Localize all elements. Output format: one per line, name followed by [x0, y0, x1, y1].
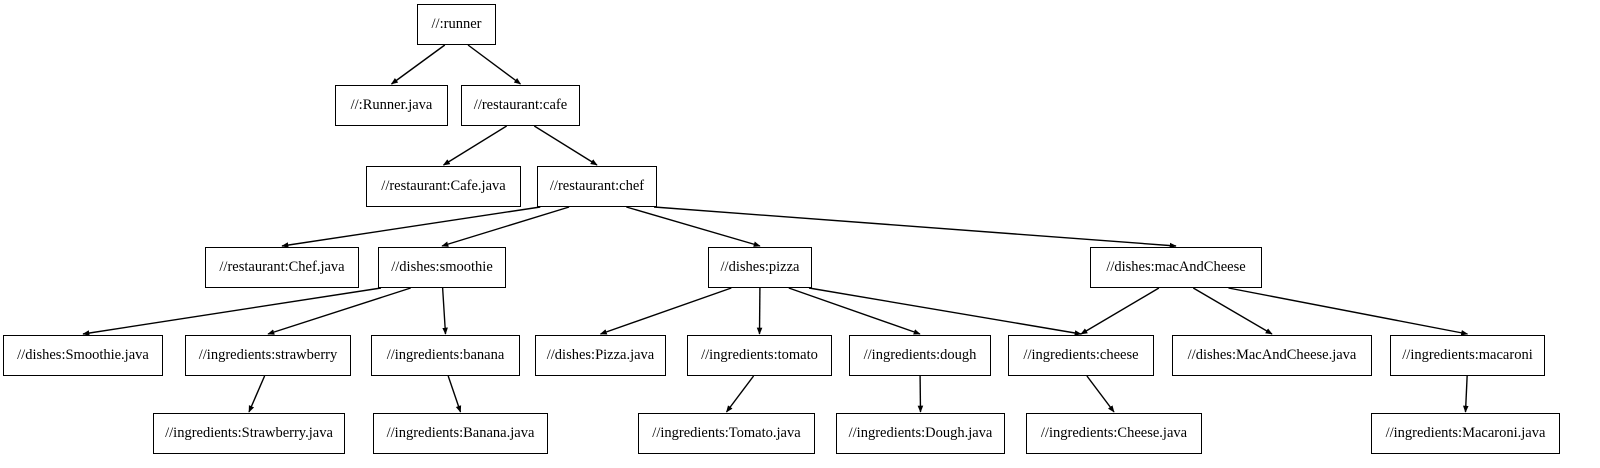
graph-edge-dishes_smoothie-to-ing_banana	[441, 287, 448, 335]
node-label: //ingredients:Macaroni.java	[1385, 425, 1546, 442]
graph-edge-dishes_pizza-to-ing_cheese	[808, 287, 1082, 336]
node-label: //ingredients:cheese	[1023, 347, 1139, 364]
graph-node-ing_bananajava[interactable]: //ingredients:Banana.java	[373, 413, 548, 454]
node-label: //dishes:smoothie	[391, 259, 493, 276]
node-label: //restaurant:cafe	[473, 97, 568, 114]
graph-edge-ing_banana-to-ing_bananajava	[447, 375, 462, 413]
graph-edge-runner-to-runner_java	[390, 44, 446, 85]
node-label: //dishes:MacAndCheese.java	[1187, 347, 1357, 364]
graph-edge-dishes_macandcheese-to-dishes_macjava	[1192, 287, 1273, 335]
node-label: //dishes:Pizza.java	[546, 347, 655, 364]
node-label: //ingredients:macaroni	[1402, 347, 1533, 364]
node-label: //restaurant:Chef.java	[219, 259, 345, 276]
graph-edge-restaurant_chef-to-dishes_pizza	[626, 206, 761, 247]
node-label: //ingredients:Strawberry.java	[165, 425, 333, 442]
node-label: //ingredients:Banana.java	[386, 425, 535, 442]
graph-node-ing_banana[interactable]: //ingredients:banana	[371, 335, 520, 376]
graph-edge-restaurant_chef-to-dishes_macandcheese	[653, 206, 1177, 249]
graph-node-dishes_pizza[interactable]: //dishes:pizza	[708, 247, 812, 288]
graph-node-restaurant_cafejava[interactable]: //restaurant:Cafe.java	[366, 166, 521, 207]
graph-node-restaurant_cafe[interactable]: //restaurant:cafe	[461, 85, 580, 126]
graph-edge-ing_macaroni-to-ing_macaronijava	[1462, 375, 1469, 413]
graph-node-runner[interactable]: //:runner	[417, 4, 496, 45]
node-label: //ingredients:Tomato.java	[652, 425, 801, 442]
graph-node-dishes_smoothie[interactable]: //dishes:smoothie	[378, 247, 506, 288]
node-label: //dishes:Smoothie.java	[17, 347, 149, 364]
graph-node-ing_cheesejava[interactable]: //ingredients:Cheese.java	[1026, 413, 1202, 454]
node-label: //ingredients:strawberry	[198, 347, 338, 364]
node-label: //ingredients:banana	[386, 347, 505, 364]
graph-node-restaurant_chefjava[interactable]: //restaurant:Chef.java	[205, 247, 359, 288]
node-label: //restaurant:chef	[549, 178, 645, 195]
node-label: //dishes:pizza	[720, 259, 800, 276]
graph-edge-dishes_smoothie-to-ing_strawberry	[267, 287, 411, 335]
node-label: //ingredients:Cheese.java	[1040, 425, 1188, 442]
graph-node-dishes_macandcheese[interactable]: //dishes:macAndCheese	[1090, 247, 1262, 288]
node-label: //:Runner.java	[350, 97, 433, 114]
graph-edge-restaurant_chef-to-restaurant_chefjava	[281, 206, 541, 248]
graph-node-ing_strawberry[interactable]: //ingredients:strawberry	[185, 335, 351, 376]
graph-edge-restaurant_cafe-to-restaurant_chef	[533, 125, 598, 166]
node-label: //ingredients:tomato	[701, 347, 818, 364]
node-label: //:runner	[431, 16, 482, 33]
graph-edge-dishes_smoothie-to-dishes_smoothiejava	[82, 287, 382, 336]
graph-node-ing_macaroni[interactable]: //ingredients:macaroni	[1390, 335, 1545, 376]
graph-node-ing_cheese[interactable]: //ingredients:cheese	[1008, 335, 1154, 376]
graph-edge-ing_tomato-to-ing_tomatojava	[725, 375, 755, 413]
graph-edge-restaurant_chef-to-dishes_smoothie	[441, 206, 570, 247]
graph-node-runner_java[interactable]: //:Runner.java	[335, 85, 448, 126]
graph-node-ing_dough[interactable]: //ingredients:dough	[849, 335, 991, 376]
graph-node-dishes_smoothiejava[interactable]: //dishes:Smoothie.java	[3, 335, 163, 376]
graph-node-dishes_macjava[interactable]: //dishes:MacAndCheese.java	[1172, 335, 1372, 376]
graph-edge-dishes_macandcheese-to-ing_macaroni	[1228, 287, 1469, 336]
graph-node-restaurant_chef[interactable]: //restaurant:chef	[537, 166, 657, 207]
graph-edge-dishes_macandcheese-to-ing_cheese	[1080, 287, 1160, 335]
node-label: //restaurant:Cafe.java	[381, 178, 506, 195]
node-label: //ingredients:dough	[863, 347, 977, 364]
graph-edge-restaurant_cafe-to-restaurant_cafejava	[442, 125, 508, 166]
node-label: //dishes:macAndCheese	[1106, 259, 1246, 276]
graph-node-ing_tomato[interactable]: //ingredients:tomato	[687, 335, 832, 376]
graph-edge-runner-to-restaurant_cafe	[467, 44, 522, 85]
graph-edge-ing_cheese-to-ing_cheesejava	[1086, 375, 1115, 413]
graph-edge-dishes_pizza-to-ing_dough	[788, 287, 921, 335]
graph-node-ing_doughjava[interactable]: //ingredients:Dough.java	[836, 413, 1005, 454]
graph-node-ing_macaronijava[interactable]: //ingredients:Macaroni.java	[1371, 413, 1560, 454]
graph-node-dishes_pizzajava[interactable]: //dishes:Pizza.java	[535, 335, 666, 376]
graph-edge-dishes_pizza-to-dishes_pizzajava	[599, 287, 732, 335]
graph-node-ing_tomatojava[interactable]: //ingredients:Tomato.java	[638, 413, 815, 454]
node-label: //ingredients:Dough.java	[848, 425, 993, 442]
graph-edge-ing_strawberry-to-ing_strawberryjava	[248, 375, 266, 413]
graph-node-ing_strawberryjava[interactable]: //ingredients:Strawberry.java	[153, 413, 345, 454]
